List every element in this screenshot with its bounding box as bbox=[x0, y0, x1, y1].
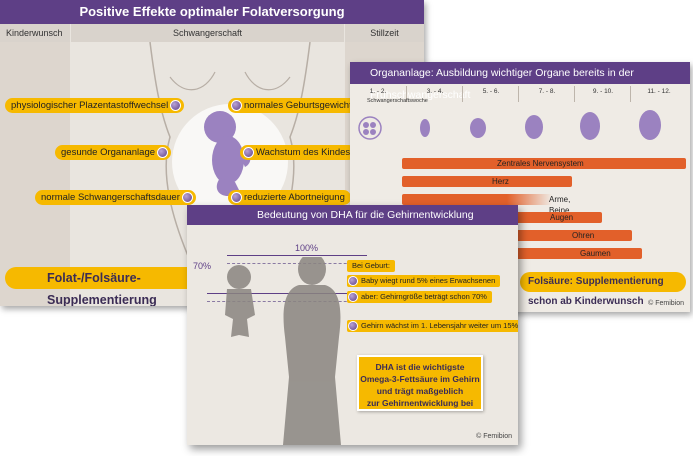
fact-brain-growth: Gehirn wächst im 1. Lebensjahr weiter um… bbox=[347, 320, 518, 332]
baby-body-icon bbox=[225, 289, 255, 337]
header-schwangerschaft: Schwangerschaft bbox=[71, 24, 344, 42]
copyright: © Femibion bbox=[476, 433, 512, 440]
copyright: © Femibion bbox=[648, 300, 684, 307]
week-col-3: 5. - 6. bbox=[462, 86, 519, 102]
week-axis-label: Schwangerschaftswoche bbox=[367, 98, 428, 104]
adult-body-icon bbox=[283, 285, 341, 445]
organ-bar-gaumen: Gaumen bbox=[402, 248, 642, 259]
dha-brain-slide: Bedeutung von DHA für die Gehirnentwickl… bbox=[187, 205, 518, 445]
supplement-banner: Folat-/Folsäure-Supplementierung bbox=[5, 267, 235, 306]
adult-head-icon bbox=[298, 257, 326, 285]
organ-bar-zns: Zentrales Nervensystem bbox=[402, 158, 686, 169]
kinderwunsch-column bbox=[0, 42, 70, 306]
adult-and-baby-silhouettes bbox=[225, 257, 341, 445]
benefit-organanlage: gesunde Organanlage bbox=[55, 145, 172, 160]
bullet-dot-icon bbox=[348, 292, 358, 302]
label-100-percent: 100% bbox=[295, 243, 319, 253]
benefit-abortneigung: reduzierte Abortneigung bbox=[228, 190, 351, 205]
kinderwunsch-banner: Folsäure: Supplementierung schon ab Kind… bbox=[520, 272, 686, 307]
bullet-dot-icon bbox=[231, 192, 242, 203]
facts-heading: Bei Geburt: bbox=[347, 260, 395, 272]
label-70-percent: 70% bbox=[193, 261, 212, 271]
bullet-dot-icon bbox=[181, 192, 193, 203]
benefit-placenta: physiologischer Plazentastoffwechsel bbox=[5, 98, 185, 113]
slide-title: Bedeutung von DHA für die Gehirnentwickl… bbox=[187, 205, 518, 225]
organ-bar-herz: Herz bbox=[402, 176, 572, 187]
benefit-geburtsgewicht: normales Geburtsgewicht bbox=[228, 98, 358, 113]
baby-head-icon bbox=[227, 265, 251, 289]
embryo-stages-icons bbox=[358, 110, 661, 140]
week-col-4: 7. - 8. bbox=[518, 86, 575, 102]
bullet-dot-icon bbox=[348, 321, 358, 331]
dha-callout: DHA ist die wichtigste Omega-3-Fettsäure… bbox=[357, 355, 483, 411]
week-col-2: 3. - 4. bbox=[406, 86, 463, 102]
bullet-dot-icon bbox=[231, 100, 242, 111]
line-70 bbox=[207, 293, 367, 294]
slide-title: Positive Effekte optimaler Folatversorgu… bbox=[0, 0, 424, 24]
fact-baby-weight: Baby wiegt rund 5% eines Erwachsenen bbox=[347, 275, 501, 287]
slide-title: Organanlage: Ausbildung wichtiger Organe… bbox=[350, 62, 690, 101]
header-stillzeit: Stillzeit bbox=[345, 24, 424, 42]
benefit-wachstum: Wachstum des Kindes bbox=[240, 145, 357, 160]
organ-bar-arme-beine: Arme, Beine bbox=[402, 194, 570, 215]
bullet-dot-icon bbox=[243, 147, 254, 158]
week-col-6: 11. - 12. bbox=[630, 86, 687, 102]
bullet-dot-icon bbox=[157, 147, 169, 158]
header-kinderwunsch: Kinderwunsch bbox=[0, 24, 70, 42]
week-col-1: 1. - 2. bbox=[369, 88, 387, 95]
benefit-schwangerschaftsdauer: normale Schwangerschaftsdauer bbox=[35, 190, 196, 205]
bullet-dot-icon bbox=[170, 100, 182, 111]
week-col-5: 9. - 10. bbox=[574, 86, 631, 102]
fact-brain-size: aber: Gehirngröße beträgt schon 70% bbox=[347, 291, 492, 303]
line-100 bbox=[227, 255, 367, 256]
bullet-dot-icon bbox=[348, 276, 358, 286]
